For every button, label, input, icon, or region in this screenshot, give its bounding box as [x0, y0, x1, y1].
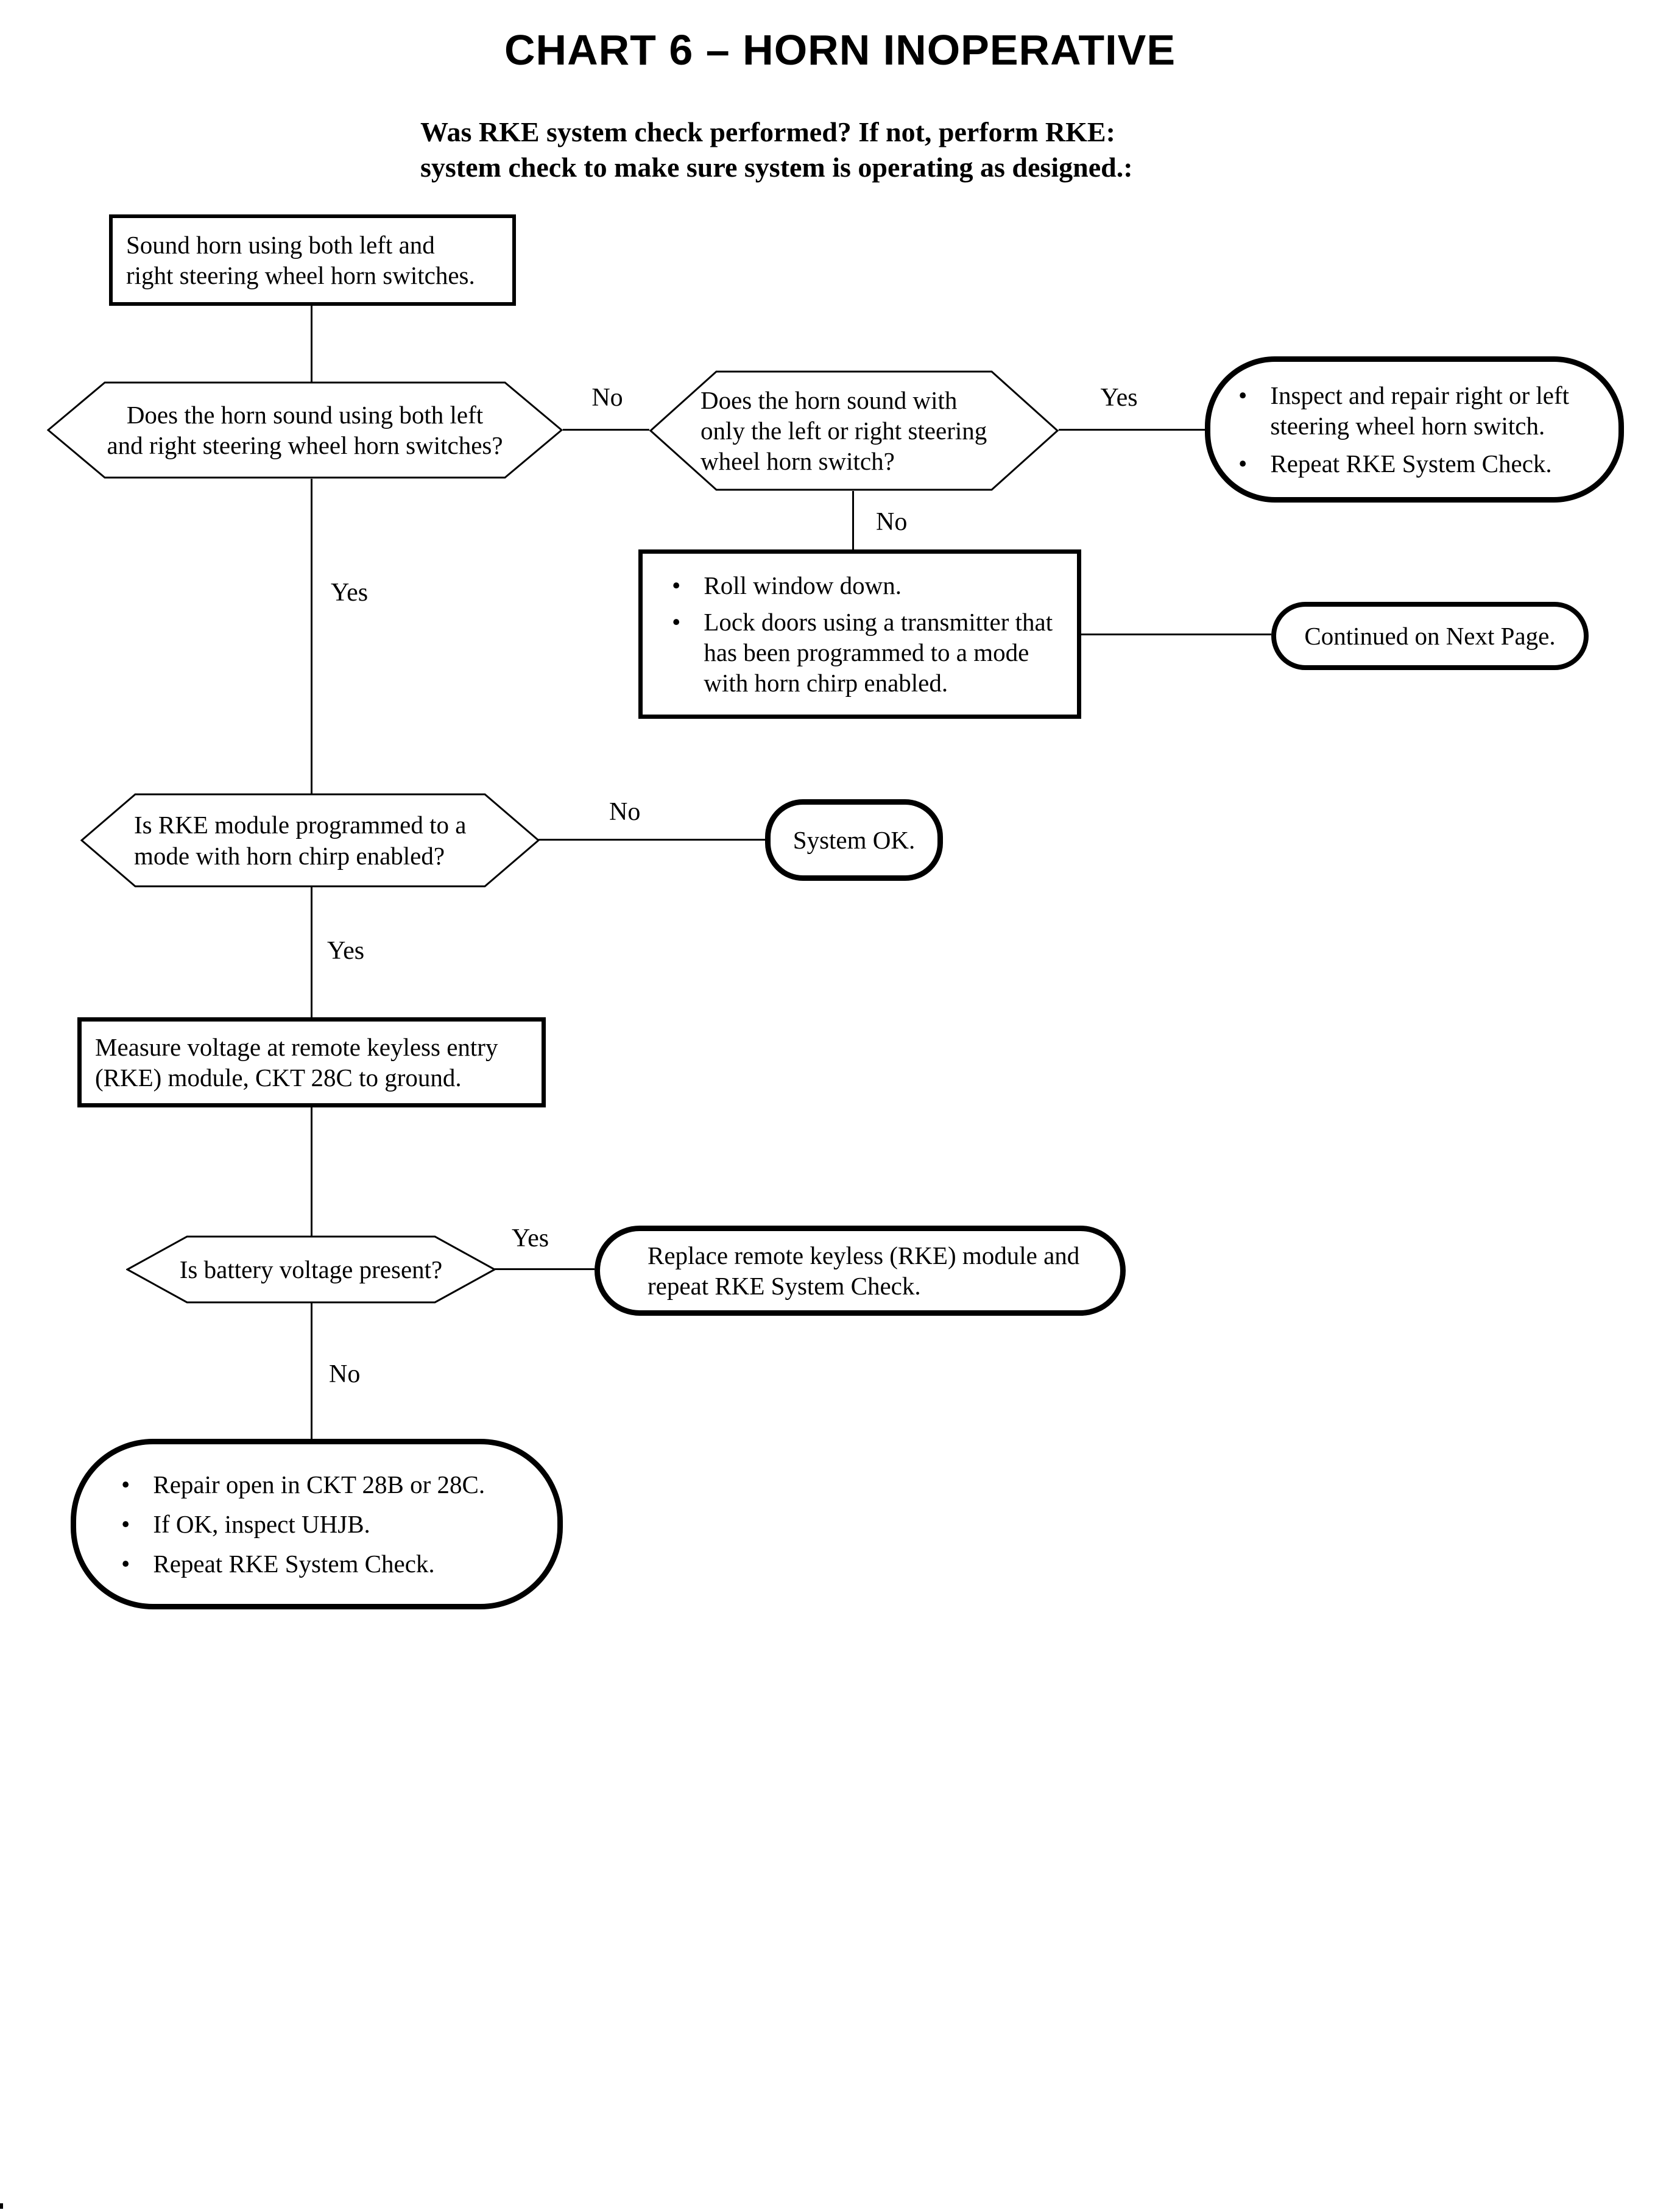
connector-measure-to-battery: [311, 1106, 312, 1237]
connector-start-to-horn-both: [311, 306, 312, 383]
bullet-text: Repeat RKE System Check.: [153, 1549, 435, 1578]
edge-label-yes: Yes: [1100, 384, 1138, 412]
scan-artifact: [0, 2203, 3, 2209]
terminal-continued-text: Continued on Next Page.: [1304, 621, 1556, 650]
connector-rke-mode-to-system-ok: [538, 839, 765, 841]
terminal-system-ok: System OK.: [765, 799, 943, 881]
terminal-repair-open: • Repair open in CKT 28B or 28C. • If OK…: [71, 1439, 563, 1609]
process-measure-voltage-text: Measure voltage at remote keyless entry …: [95, 1033, 498, 1092]
bullet-item: • If OK, inspect UHJB.: [121, 1509, 539, 1539]
edge-label-no: No: [876, 508, 908, 536]
bullet-text: Repair open in CKT 28B or 28C.: [153, 1470, 485, 1499]
decision-horn-one-switch-text: Does the horn sound with only the left o…: [701, 386, 987, 475]
process-measure-voltage: Measure voltage at remote keyless entry …: [77, 1017, 546, 1107]
bullet-icon: •: [121, 1509, 130, 1538]
connector-roll-window-to-continued: [1081, 634, 1271, 635]
bullet-text: Roll window down.: [704, 571, 902, 599]
connector-horn-both-to-rke-mode: [311, 479, 312, 794]
decision-horn-both-switches-text: Does the horn sound using both left and …: [107, 400, 503, 459]
page-subtitle: Was RKE system check performed? If not, …: [420, 116, 1133, 183]
bullet-text: Inspect and repair right or left steerin…: [1270, 381, 1570, 440]
edge-label-no: No: [329, 1360, 361, 1388]
hexagon-shape: [80, 793, 540, 888]
bullet-item: • Repeat RKE System Check.: [1238, 448, 1601, 479]
bullet-text: Lock doors using a transmitter that has …: [704, 608, 1053, 697]
bullet-item: • Inspect and repair right or left steer…: [1238, 380, 1601, 441]
hexagon-shape: [649, 370, 1059, 491]
bullet-item: • Lock doors using a transmitter that ha…: [672, 607, 1062, 698]
bullet-icon: •: [121, 1470, 130, 1499]
decision-horn-both-switches: Does the horn sound using both left and …: [47, 381, 563, 479]
connector-horn-one-to-inspect: [1059, 429, 1205, 431]
decision-rke-module-mode: Is RKE module programmed to a mode with …: [80, 793, 540, 888]
hexagon-shape: [126, 1235, 496, 1304]
bullet-text: If OK, inspect UHJB.: [153, 1509, 370, 1538]
connector-battery-to-repair-open: [311, 1302, 312, 1439]
bullet-item: • Repeat RKE System Check.: [121, 1548, 539, 1579]
decision-horn-one-switch: Does the horn sound with only the left o…: [649, 370, 1059, 491]
page-title: CHART 6 – HORN INOPERATIVE: [504, 26, 1176, 74]
edge-label-no: No: [591, 384, 623, 412]
bullet-item: • Roll window down.: [672, 570, 1062, 601]
terminal-replace-module-text: Replace remote keyless (RKE) module and …: [648, 1241, 1080, 1300]
hexagon-shape: [47, 381, 563, 479]
edge-label-yes: Yes: [327, 937, 365, 965]
connector-horn-one-to-roll-window: [852, 491, 854, 551]
process-sound-horn: Sound horn using both left and right ste…: [109, 214, 516, 306]
terminal-inspect-repair: • Inspect and repair right or left steer…: [1205, 356, 1624, 503]
edge-label-yes: Yes: [331, 579, 369, 607]
bullet-icon: •: [1238, 450, 1248, 478]
connector-horn-both-to-horn-one: [563, 429, 649, 431]
bullet-text: Repeat RKE System Check.: [1270, 450, 1552, 478]
process-roll-window-lock-doors: • Roll window down. • Lock doors using a…: [638, 549, 1081, 719]
bullet-icon: •: [121, 1549, 130, 1578]
terminal-system-ok-text: System OK.: [792, 825, 916, 854]
bullet-icon: •: [672, 571, 681, 599]
bullet-item: • Repair open in CKT 28B or 28C.: [121, 1469, 539, 1500]
bullet-icon: •: [672, 608, 681, 637]
decision-battery-voltage-text: Is battery voltage present?: [179, 1255, 443, 1283]
decision-battery-voltage: Is battery voltage present?: [126, 1235, 496, 1304]
connector-rke-mode-to-measure: [311, 886, 312, 1017]
process-sound-horn-text: Sound horn using both left and right ste…: [126, 230, 475, 289]
bullet-icon: •: [1238, 381, 1248, 409]
edge-label-yes: Yes: [512, 1224, 549, 1252]
terminal-replace-module: Replace remote keyless (RKE) module and …: [595, 1226, 1126, 1316]
decision-rke-module-mode-text: Is RKE module programmed to a mode with …: [134, 811, 467, 870]
connector-battery-to-replace: [495, 1268, 595, 1270]
terminal-continued-next-page: Continued on Next Page.: [1271, 602, 1589, 670]
edge-label-no: No: [609, 798, 641, 826]
